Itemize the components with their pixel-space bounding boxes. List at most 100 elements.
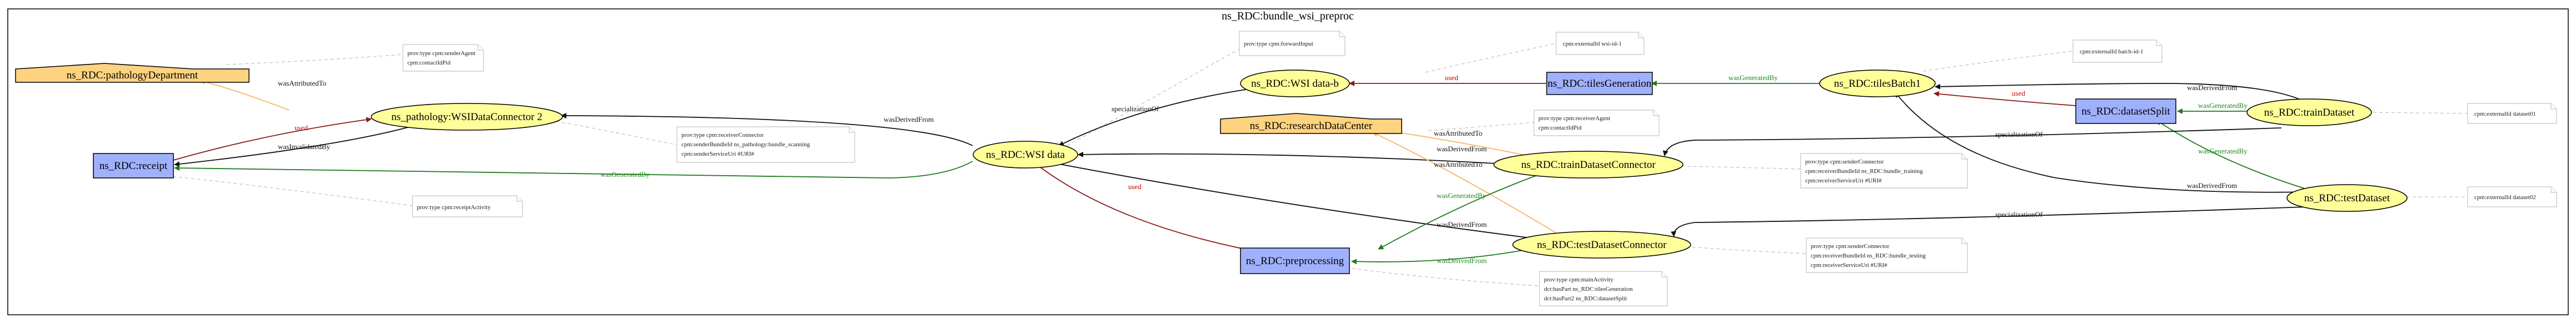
edge-label-e6: specializationOf	[1112, 105, 1159, 113]
node-label-trainDataset: ns_RDC:trainDataset	[2264, 107, 2355, 118]
node-label-testConnector: ns_RDC:testDatasetConnector	[1537, 239, 1667, 251]
edge-label-e7: used	[1445, 73, 1458, 82]
edge-e4	[561, 113, 973, 146]
note-dataset01-external-id: cpm:externalId dataset01	[2467, 103, 2557, 124]
edge-label-e22: used	[1128, 182, 1142, 191]
node-trainDataset[interactable]: ns_RDC:trainDataset	[2246, 98, 2372, 126]
edge-label-e21: wasDerivedFrom	[1437, 256, 1487, 265]
edge-label-e15: specializationOf	[1995, 130, 2043, 138]
node-label-trainConnector: ns_RDC:trainDatasetConnector	[1521, 159, 1656, 171]
edge-label-e13: wasDerivedFrom	[1437, 145, 1487, 153]
node-tilesGeneration[interactable]: ns_RDC:tilesGeneration	[1546, 72, 1653, 95]
node-label-testDataset: ns_RDC:testDataset	[2304, 192, 2390, 204]
note-n10-line1: prov:type cpm:mainActivity	[1544, 276, 1613, 283]
edge-e13	[1078, 151, 1507, 165]
node-label-receipt: ns_RDC:receipt	[99, 160, 168, 172]
note-n5-line1: cpm:externalId wsi-id-1	[1563, 41, 1622, 47]
node-wsiDataB[interactable]: ns_RDC:WSI data-b	[1240, 70, 1350, 97]
edge-label-e19: wasDerivedFrom	[1437, 220, 1487, 229]
note-link-6	[1428, 122, 1534, 131]
edge-e16	[1671, 206, 2307, 237]
edge-label-e17: wasAttributedTo	[1434, 129, 1482, 137]
node-datasetSplit[interactable]: ns_RDC:datasetSplit	[2075, 98, 2176, 124]
node-label-researchDataCenter: ns_RDC:researchDataCenter	[1250, 120, 1373, 132]
note-n8-line1: prov:type cpm:senderConnector	[1805, 158, 1884, 165]
edge-e1	[200, 79, 290, 111]
node-wsiConnector2[interactable]: ns_pathology:WSIDataConnector 2	[371, 103, 563, 131]
note-forward-input: prov:type cpm:forwardInput	[1239, 31, 1346, 56]
edge-e15	[1662, 127, 2282, 156]
note-n9-line2: cpm:receiverBundleId ns_RDC:bundle_testi…	[1811, 252, 1926, 259]
node-testDataset[interactable]: ns_RDC:testDataset	[2286, 184, 2408, 212]
edge-e5	[174, 161, 973, 179]
node-pathologyDepartment[interactable]: ns_RDC:pathologyDepartment	[15, 63, 250, 83]
edge-e22	[1033, 162, 1251, 251]
note-n2-line3: cpm:senderServiceUri #URI#	[681, 151, 755, 157]
note-n8-line3: cpm:receiverServiceUri #URI#	[1805, 177, 1882, 184]
note-sender-agent: prov:type cpm:senderAgent cpm:contactIdP…	[402, 44, 484, 72]
node-researchDataCenter[interactable]: ns_RDC:researchDataCenter	[1220, 113, 1402, 134]
edge-e3	[174, 124, 418, 167]
node-trainConnector[interactable]: ns_RDC:trainDatasetConnector	[1493, 151, 1683, 179]
bundle-frame	[7, 8, 2569, 315]
edge-e18	[1372, 132, 1562, 237]
note-n8-line2: cpm:receiverBundleId ns_RDC:bundle_train…	[1805, 168, 1923, 175]
edge-e17	[1389, 129, 1534, 157]
edge-label-e11: wasDerivedFrom	[2187, 181, 2237, 190]
node-receipt[interactable]: ns_RDC:receipt	[93, 153, 174, 179]
note-train-sender-connector: prov:type cpm:senderConnector cpm:receiv…	[1800, 153, 1968, 189]
note-batch-external-id: cpm:externalId batch-id-1	[2072, 39, 2163, 63]
node-label-tilesGeneration: ns_RDC:tilesGeneration	[1548, 78, 1652, 90]
note-link-9	[1661, 244, 1807, 254]
edge-e14	[2156, 120, 2307, 190]
note-n7-line1: cpm:externalId batch-id-1	[2080, 48, 2144, 55]
node-label-tilesBatch1: ns_RDC:tilesBatch1	[1834, 78, 1921, 90]
note-n2-line2: cpm:senderBundleId ns_pathology:bundle_s…	[681, 141, 810, 148]
note-link-10	[1333, 265, 1540, 286]
node-wsiData[interactable]: ns_RDC:WSI data	[973, 141, 1078, 169]
note-n9-line1: prov:type cpm:senderConnector	[1811, 243, 1890, 250]
edge-label-e3: wasInvalidatedBy	[278, 142, 330, 151]
note-n10-line2: dct:hasPart ns_RDC:tilesGeneration	[1544, 286, 1633, 293]
edge-label-e4: wasDerivedFrom	[884, 115, 934, 123]
edge-e6	[1058, 88, 1250, 146]
node-preprocessing[interactable]: ns_RDC:preprocessing	[1240, 247, 1350, 274]
edge-label-e12: wasGeneratedBy	[2198, 101, 2248, 110]
note-n1-line2: cpm:contactIdPid	[407, 60, 451, 66]
edge-label-e5: wasGeneratedBy	[600, 170, 650, 179]
edge-e20	[1378, 172, 1546, 250]
edge-label-e8: wasGeneratedBy	[1728, 73, 1778, 82]
note-dataset02-external-id: cpm:externalId dataset02	[2467, 186, 2557, 207]
note-link-3	[166, 175, 413, 206]
edge-label-e20: wasGeneratedBy	[1437, 191, 1486, 200]
edge-e10	[1935, 83, 2313, 106]
node-tilesBatch1[interactable]: ns_RDC:tilesBatch1	[1819, 70, 1936, 97]
node-label-datasetSplit: ns_RDC:datasetSplit	[2081, 106, 2170, 117]
bundle-title: ns_RDC:bundle_wsi_preproc	[1222, 10, 1354, 22]
note-n10-line3: dct:hasPart2 ns_RDC:datasetSplit	[1544, 295, 1627, 302]
note-n3-line1: prov:type cpm:receiptActivity	[417, 204, 491, 211]
note-test-sender-connector: prov:type cpm:senderConnector cpm:receiv…	[1806, 237, 1968, 273]
edge-label-e2: used	[295, 123, 308, 132]
note-link-7	[1922, 51, 2074, 72]
note-n9-line3: cpm:receiverServiceUri #URI#	[1811, 262, 1887, 269]
node-label-wsiData: ns_RDC:WSI data	[986, 149, 1065, 161]
node-testConnector[interactable]: ns_RDC:testDatasetConnector	[1512, 231, 1691, 259]
note-link-5	[1425, 43, 1557, 73]
edge-label-e10: wasDerivedFrom	[2187, 83, 2237, 92]
note-receiver-connector: prov:type cpm:receiverConnector cpm:send…	[676, 126, 855, 163]
node-label-wsiConnector2: ns_pathology:WSIDataConnector 2	[391, 111, 542, 123]
edge-label-e1: wasAttributedTo	[278, 79, 326, 87]
note-n11-line1: cpm:externalId dataset01	[2474, 111, 2536, 117]
edge-e2	[173, 117, 372, 161]
edge-e19	[1050, 160, 1540, 240]
note-n6-line2: cpm:contactIdPid	[1538, 125, 1582, 131]
node-label-preprocessing: ns_RDC:preprocessing	[1246, 255, 1344, 267]
note-link-2	[555, 121, 681, 146]
node-label-pathologyDepartment: ns_RDC:pathologyDepartment	[67, 70, 198, 81]
note-n12-line1: cpm:externalId dataset02	[2474, 194, 2536, 201]
note-link-11	[2373, 112, 2468, 114]
node-label-wsiDataB: ns_RDC:WSI data-b	[1251, 78, 1339, 90]
note-wsi-external-id: cpm:externalId wsi-id-1	[1556, 32, 1645, 55]
